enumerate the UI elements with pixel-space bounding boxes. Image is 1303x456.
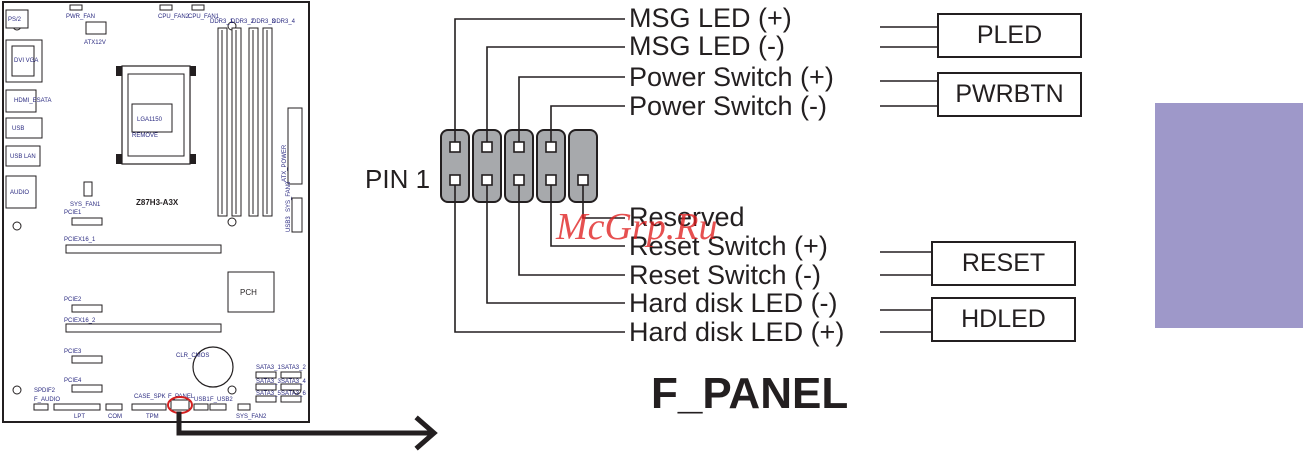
sata3-2-label: SATA3_2 bbox=[281, 365, 306, 371]
cpu-fan1-header bbox=[191, 4, 205, 11]
socket-label: LGA1150 bbox=[137, 117, 163, 123]
pwr-fan-header bbox=[69, 4, 83, 11]
watermark: McGrp.Ru bbox=[556, 206, 718, 248]
pin-label-reset-switch-plus: Reset Switch (+) bbox=[629, 231, 828, 261]
pch-label: PCH bbox=[240, 288, 257, 297]
pin-label-reset-switch-minus: Reset Switch (-) bbox=[629, 260, 822, 290]
f-usb2-label: F_USB2 bbox=[210, 397, 233, 403]
sata-connectors bbox=[255, 371, 302, 403]
pcie2-label: PCIE2 bbox=[64, 297, 82, 303]
socket-note-label: REMOVE bbox=[132, 133, 158, 139]
board-model-label: Z87H3-A3X bbox=[136, 198, 179, 207]
sys-fan1-header bbox=[83, 181, 93, 197]
atx-power-connector bbox=[287, 107, 303, 185]
sys-fan1-label: SYS_FAN1 bbox=[70, 202, 101, 208]
usb3-header-label: USB3 bbox=[286, 216, 292, 232]
hdmi-esata-label: HDMI_ESATA bbox=[14, 98, 51, 104]
case-spk-label: CASE_SPK bbox=[134, 394, 166, 400]
clr-cmos-label: CLR_CMOS bbox=[176, 353, 209, 359]
sata3-5-label: SATA3_5 bbox=[256, 391, 281, 397]
pin-label-hdd-led-minus: Hard disk LED (-) bbox=[629, 288, 838, 318]
pcie1-label: PCIE1 bbox=[64, 210, 82, 216]
pch-chip bbox=[227, 271, 275, 313]
cpu-socket bbox=[116, 65, 196, 165]
pin-label-hdd-led-plus: Hard disk LED (+) bbox=[629, 317, 845, 347]
ddr3-4-label: DDR3_4 bbox=[272, 19, 296, 25]
audio-label: AUDIO bbox=[10, 190, 29, 196]
motherboard-layout: PS/2 DVI VGA HDMI_ESATA USB USB LAN AUDI… bbox=[2, 1, 310, 423]
pcie-slots bbox=[65, 217, 222, 393]
pciex16-1-label: PCIEX16_1 bbox=[64, 237, 96, 243]
pin-top-4 bbox=[545, 141, 557, 153]
pin-top-1 bbox=[449, 141, 461, 153]
pin-bottom-2 bbox=[481, 174, 493, 186]
rear-io-ports bbox=[5, 9, 43, 209]
ddr3-3-label: DDR3_3 bbox=[252, 19, 276, 25]
pin-bottom-3 bbox=[513, 174, 525, 186]
pin-bottom-1 bbox=[449, 174, 461, 186]
pin-bottom-4 bbox=[545, 174, 557, 186]
pcie3-label: PCIE3 bbox=[64, 349, 82, 355]
pin-label-power-switch-plus: Power Switch (+) bbox=[629, 62, 834, 92]
pin-label-reserved: Reserved bbox=[629, 202, 745, 232]
pin-bottom-5 bbox=[577, 174, 589, 186]
pcie4-label: PCIE4 bbox=[64, 378, 82, 384]
group-box-pled: PLED bbox=[937, 13, 1082, 58]
tpm-label: TPM bbox=[146, 414, 159, 420]
atx12v-header bbox=[85, 21, 107, 35]
atx-power-label: ATX_POWER bbox=[282, 144, 288, 182]
pin-header bbox=[440, 129, 598, 203]
group-box-reset: RESET bbox=[931, 241, 1076, 286]
ps2-label: PS/2 bbox=[8, 17, 22, 23]
dvi-vga-label: DVI VGA bbox=[14, 58, 38, 64]
bottom-headers bbox=[33, 399, 251, 411]
sata3-6-label: SATA3_6 bbox=[281, 391, 306, 397]
sata3-4-label: SATA3_4 bbox=[281, 379, 306, 385]
dimm-slots-inner bbox=[221, 30, 268, 214]
com-label: COM bbox=[108, 414, 122, 420]
sys-fan3-label: SYS_FAN3 bbox=[286, 181, 292, 212]
cpu-fan2-header bbox=[159, 4, 173, 11]
leader-lines-top bbox=[454, 18, 625, 142]
spdif-label: SPDIF2 bbox=[34, 388, 56, 394]
cpu-fan2-label: CPU_FAN2 bbox=[158, 14, 190, 20]
usb3-header bbox=[291, 197, 303, 233]
pwr-fan-label: PWR_FAN bbox=[66, 14, 95, 20]
usb1-label: USB1 bbox=[194, 397, 210, 403]
pin-label-power-switch-minus: Power Switch (-) bbox=[629, 91, 828, 121]
pciex16-2-label: PCIEX16_2 bbox=[64, 318, 96, 324]
sata3-3-label: SATA3_3 bbox=[256, 379, 281, 385]
group-box-pwrbtn: PWRBTN bbox=[937, 72, 1082, 117]
leader-lines-bottom bbox=[454, 185, 625, 333]
sys-fan2-label: SYS_FAN2 bbox=[236, 414, 267, 420]
usb-rear-label: USB bbox=[12, 126, 24, 132]
pin-label-msg-led-minus: MSG LED (-) bbox=[629, 31, 786, 61]
group-connectors bbox=[880, 26, 938, 333]
lpt-label: LPT bbox=[74, 414, 85, 420]
atx12v-label: ATX12V bbox=[84, 40, 106, 46]
f-audio-label: F_AUDIO bbox=[34, 397, 60, 403]
pin-label-msg-led-plus: MSG LED (+) bbox=[629, 3, 792, 33]
cmos-battery bbox=[192, 346, 234, 388]
pin1-label: PIN 1 bbox=[365, 164, 431, 194]
ddr3-1-label: DDR3_1 bbox=[210, 19, 234, 25]
side-tab-panel bbox=[1155, 103, 1303, 328]
sata3-1-label: SATA3_1 bbox=[256, 365, 281, 371]
group-box-hdled: HDLED bbox=[931, 297, 1076, 342]
pointer-arrow bbox=[176, 411, 438, 451]
usb-lan-label: USB LAN bbox=[10, 154, 36, 160]
pin-top-3 bbox=[513, 141, 525, 153]
ddr3-2-label: DDR3_2 bbox=[231, 19, 255, 25]
cpu-fan1-label: CPU_FAN1 bbox=[188, 14, 220, 20]
figure-title: F_PANEL bbox=[651, 369, 849, 418]
pin-top-2 bbox=[481, 141, 493, 153]
